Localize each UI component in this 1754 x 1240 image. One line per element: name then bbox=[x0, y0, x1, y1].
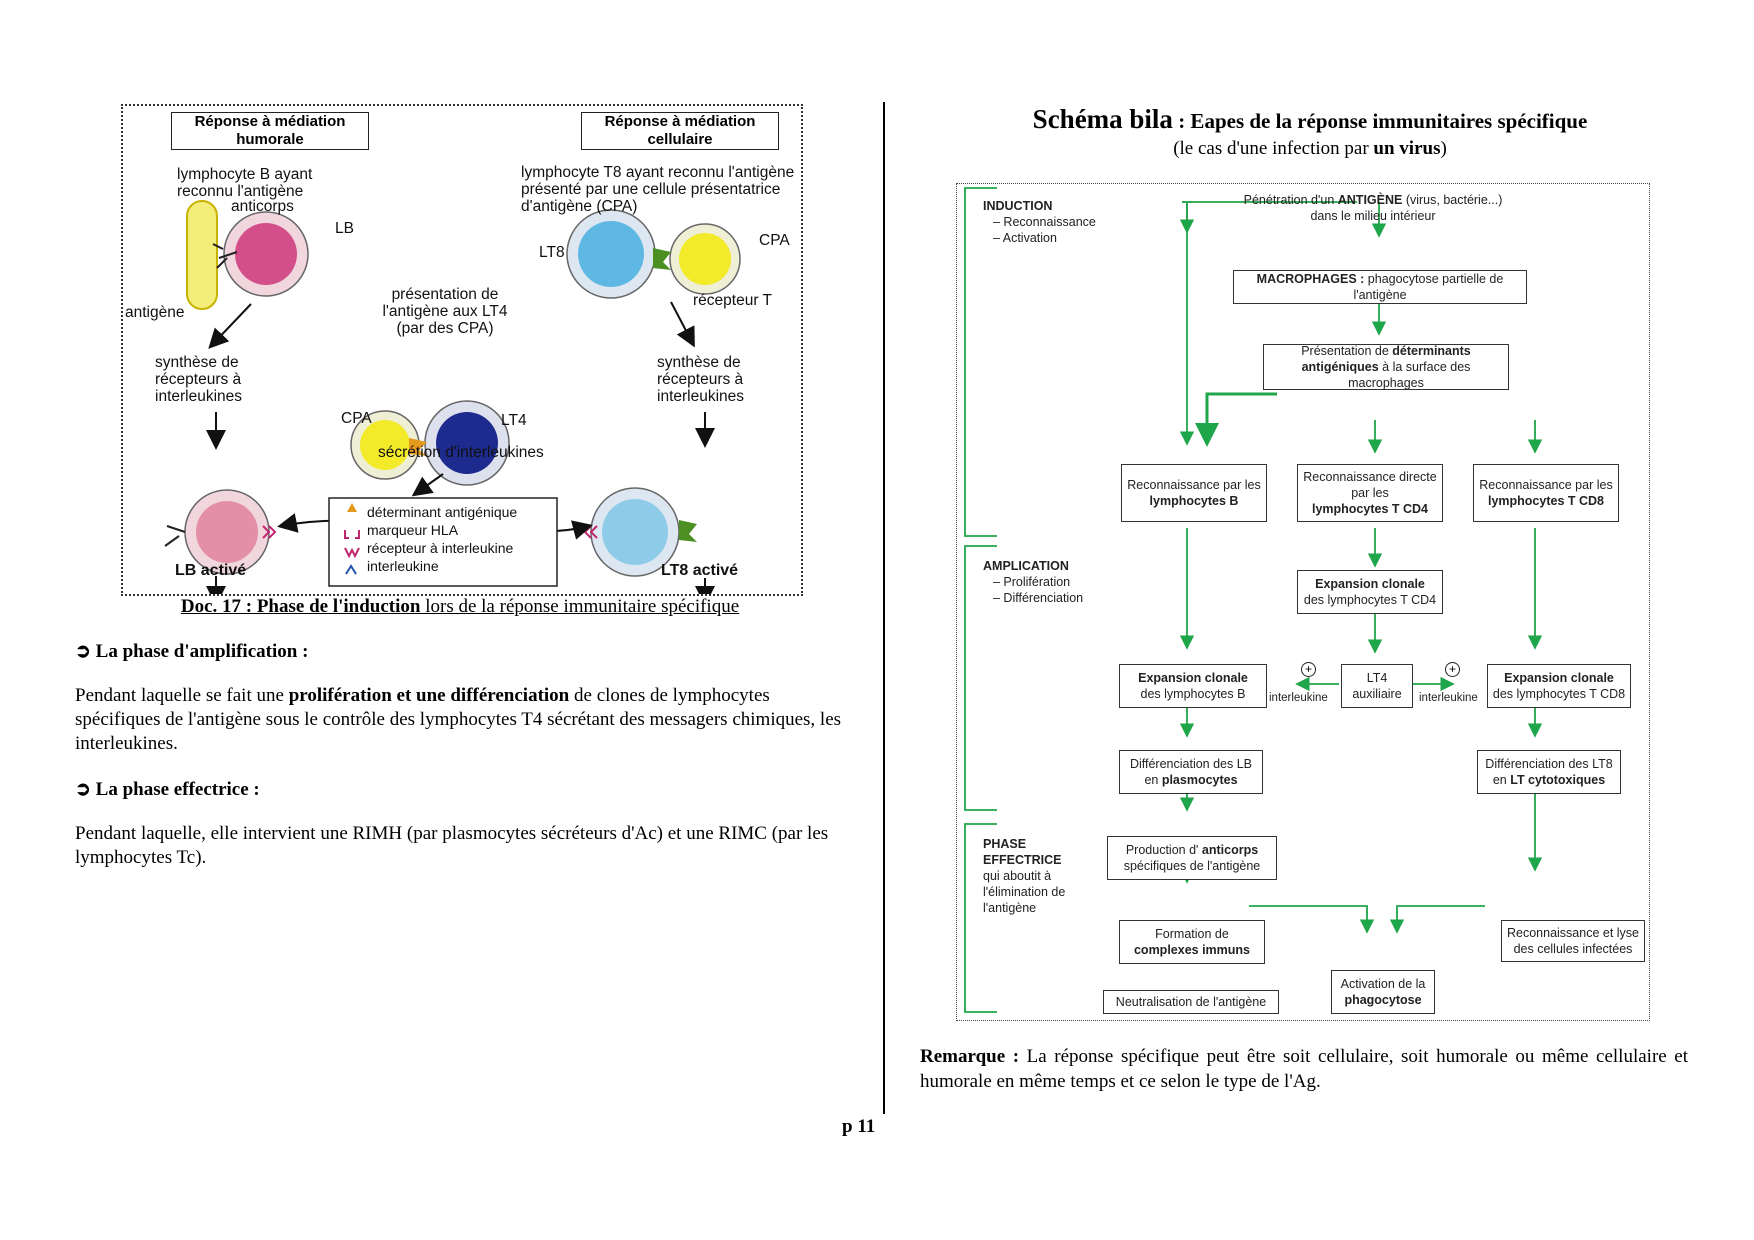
cellular-title: Réponse à médiation cellulaire bbox=[581, 112, 779, 150]
humoral-title: Réponse à médiation humorale bbox=[171, 112, 369, 150]
page-number: p 11 bbox=[842, 1116, 876, 1137]
lt8-label: LT8 bbox=[539, 244, 565, 261]
legend-item: marqueur HLA bbox=[367, 522, 459, 538]
phase-induction-item: – Activation bbox=[993, 231, 1057, 245]
t8-description: lymphocyte T8 ayant reconnu l'antigène p… bbox=[521, 164, 795, 215]
node-production: Production d' anticorps spécifiques de l… bbox=[1107, 836, 1277, 880]
plus-icon: + bbox=[1445, 662, 1460, 677]
node-lt4: LT4 auxiliaire bbox=[1341, 664, 1413, 708]
phase-effectrice: PHASE EFFECTRICE qui aboutit à l'élimina… bbox=[983, 837, 1066, 915]
cpa-label: CPA bbox=[759, 232, 790, 249]
effectrice-title: ➲ La phase effectrice : bbox=[75, 779, 260, 800]
node-diff-lt8: Différenciation des LT8 en LT cytotoxiqu… bbox=[1477, 750, 1621, 794]
cpa-center-label: CPA bbox=[341, 410, 372, 427]
lt4-label: LT4 bbox=[501, 412, 527, 429]
remark: Remarque : La réponse spécifique peut êt… bbox=[920, 1046, 1689, 1092]
lb-active-label: LB activé bbox=[175, 562, 247, 579]
phase-induction-item: – Reconnaissance bbox=[993, 215, 1096, 229]
phase-amplication-item: – Différenciation bbox=[993, 591, 1084, 605]
node-neutralisation: Neutralisation de l'antigène bbox=[1103, 990, 1279, 1014]
legend-item: déterminant antigénique bbox=[367, 504, 518, 520]
anticorps-label: anticorps bbox=[231, 198, 294, 215]
node-presentation: Présentation de déterminants antigénique… bbox=[1263, 344, 1509, 390]
synthese-right: synthèse de récepteurs à interleukines bbox=[657, 354, 745, 405]
interleukine-label: interleukine bbox=[1269, 692, 1328, 704]
node-reco-lyse: Reconnaissance et lyse des cellules infe… bbox=[1501, 920, 1645, 962]
phase-amplication-item: – Prolifération bbox=[993, 575, 1071, 589]
recepteur-t-label: récepteur T bbox=[693, 292, 772, 309]
node-diff-lb: Différenciation des LB en plasmocytes bbox=[1119, 750, 1263, 794]
node-macrophages: MACROPHAGES : phagocytose partielle de l… bbox=[1233, 270, 1527, 304]
synthese-left: synthèse de récepteurs à interleukines bbox=[155, 354, 243, 405]
legend-item: récepteur à interleukine bbox=[367, 540, 514, 556]
diagram-connectors bbox=[964, 187, 1543, 1013]
lt8-active-label: LT8 activé bbox=[661, 562, 739, 579]
phase-induction: INDUCTION bbox=[983, 199, 1053, 213]
diagram-title: Schéma bila : Eapes de la réponse immuni… bbox=[1032, 104, 1588, 134]
node-penetration: Pénétration d'un ANTIGÈNE (virus, bactér… bbox=[1243, 193, 1503, 223]
induction-figure: Réponse à médiation humorale Réponse à m… bbox=[121, 104, 803, 596]
effectrice-text: Pendant laquelle, elle intervient une RI… bbox=[75, 823, 829, 868]
interleukine-label: interleukine bbox=[1419, 692, 1478, 704]
immune-response-diagram: INDUCTION – Reconnaissance – Activation … bbox=[956, 183, 1650, 1021]
antigene-label: antigène bbox=[125, 304, 185, 321]
lb-description: lymphocyte B ayant reconnu l'antigène bbox=[177, 166, 313, 200]
presentation-label: présentation de l'antigène aux LT4 (par … bbox=[382, 286, 508, 337]
amplification-title: ➲ La phase d'amplification : bbox=[75, 641, 309, 662]
diagram-subtitle: (le cas d'une infection par un virus) bbox=[1173, 138, 1447, 159]
column-divider bbox=[883, 102, 885, 1114]
phase-amplication: AMPLICATION bbox=[983, 559, 1069, 573]
amplification-text: Pendant laquelle se fait une proliférati… bbox=[75, 685, 842, 754]
plus-icon: + bbox=[1301, 662, 1316, 677]
antigen-shape bbox=[186, 200, 218, 310]
legend-item: interleukine bbox=[367, 558, 439, 574]
figure-caption: Doc. 17 : Phase de l'induction lors de l… bbox=[180, 596, 740, 617]
induction-illustration bbox=[164, 200, 741, 594]
legend-box bbox=[328, 497, 558, 587]
lb-label: LB bbox=[335, 220, 354, 237]
secretion-label: sécrétion d'interleukines bbox=[378, 444, 544, 461]
